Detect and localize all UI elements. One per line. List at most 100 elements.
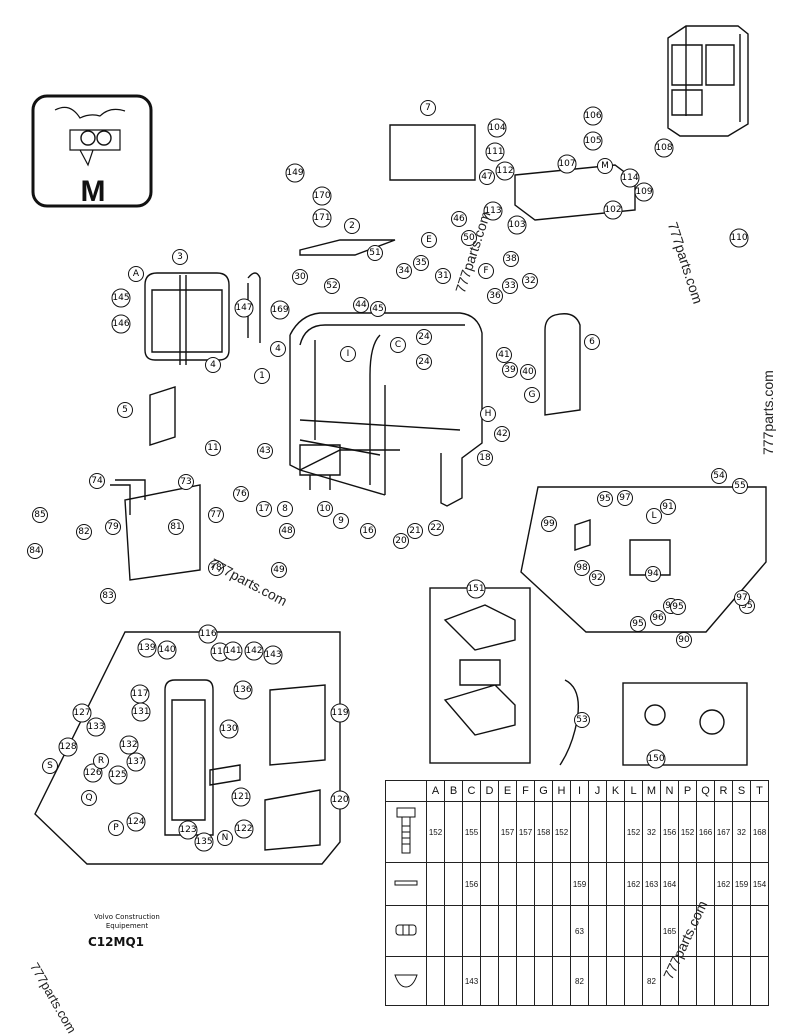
callout-142: 142 bbox=[244, 641, 264, 661]
nut-icon bbox=[385, 905, 427, 957]
rear-glass-6 bbox=[544, 313, 581, 416]
callout-171: 171 bbox=[312, 208, 332, 228]
table-cell: 164 bbox=[660, 862, 679, 906]
callout-label: 108 bbox=[655, 143, 672, 153]
cab-thumbnail bbox=[667, 25, 749, 137]
callout-label: 113 bbox=[484, 206, 501, 216]
fan-rotor-left bbox=[644, 704, 666, 726]
callout-141: 141 bbox=[223, 641, 243, 661]
cable-harness bbox=[559, 679, 579, 766]
callout-label: P bbox=[113, 823, 119, 833]
callout-label: 73 bbox=[180, 477, 191, 487]
callout-label: 17 bbox=[258, 504, 269, 514]
table-cell: 152 bbox=[678, 801, 697, 863]
callout-label: 95 bbox=[599, 494, 610, 504]
callout-label: 104 bbox=[488, 123, 505, 133]
callout-label: 49 bbox=[273, 565, 285, 575]
table-cell: 152 bbox=[624, 801, 643, 863]
callout-9: 9 bbox=[333, 513, 349, 529]
table-cell bbox=[642, 905, 661, 957]
callout-label: 10 bbox=[319, 504, 331, 514]
callout-label: S bbox=[47, 761, 53, 771]
table-cell bbox=[588, 956, 607, 1006]
callout-label: 147 bbox=[235, 303, 252, 313]
table-cell: 163 bbox=[642, 862, 661, 906]
callout-label: 36 bbox=[489, 291, 501, 301]
callout-112: 112 bbox=[495, 161, 515, 181]
table-cell bbox=[498, 862, 517, 906]
column-header-P: P bbox=[678, 780, 697, 802]
callout-121: 121 bbox=[231, 787, 251, 807]
table-cell bbox=[462, 905, 481, 957]
callout-label: 43 bbox=[259, 446, 270, 456]
table-cell bbox=[480, 905, 499, 957]
column-header-T: T bbox=[750, 780, 769, 802]
callout-label: 126 bbox=[84, 768, 101, 778]
callout-51: 51 bbox=[367, 245, 383, 261]
table-cell bbox=[714, 905, 733, 957]
column-header-I: I bbox=[570, 780, 589, 802]
box-151-parts bbox=[443, 604, 516, 736]
callout-24: 24 bbox=[416, 354, 432, 370]
callout-label: 42 bbox=[496, 429, 507, 439]
callout-94: 94 bbox=[645, 566, 661, 582]
callout-4: 4 bbox=[205, 357, 221, 373]
callout-139: 139 bbox=[137, 638, 157, 658]
table-cell bbox=[534, 905, 553, 957]
callout-104: 104 bbox=[487, 118, 507, 138]
callout-99: 99 bbox=[541, 516, 557, 532]
door-frame bbox=[144, 272, 230, 365]
callout-E: E bbox=[421, 232, 437, 248]
table-cell bbox=[606, 862, 625, 906]
callout-label: 24 bbox=[418, 357, 430, 367]
callout-label: 98 bbox=[576, 563, 588, 573]
parts-box-151 bbox=[429, 587, 531, 764]
callout-label: 123 bbox=[179, 825, 196, 835]
callout-S: S bbox=[42, 758, 58, 774]
callout-31: 31 bbox=[435, 268, 451, 284]
callout-label: 82 bbox=[78, 527, 89, 537]
callout-label: 45 bbox=[372, 304, 383, 314]
callout-label: 35 bbox=[415, 258, 426, 268]
callout-label: 5 bbox=[122, 405, 128, 415]
callout-21: 21 bbox=[407, 523, 423, 539]
callout-43: 43 bbox=[257, 443, 273, 459]
callout-55: 55 bbox=[732, 478, 748, 494]
callout-48: 48 bbox=[279, 523, 295, 539]
callout-33: 33 bbox=[502, 278, 518, 294]
callout-10: 10 bbox=[317, 501, 333, 517]
callout-label: M bbox=[601, 161, 609, 171]
callout-label: 112 bbox=[496, 166, 513, 176]
callout-132: 132 bbox=[119, 735, 139, 755]
callout-109: 109 bbox=[634, 182, 654, 202]
callout-label: 95 bbox=[741, 601, 752, 611]
table-cell bbox=[714, 956, 733, 1006]
callout-20: 20 bbox=[393, 533, 409, 549]
callout-106: 106 bbox=[583, 106, 603, 126]
table-cell bbox=[552, 905, 571, 957]
column-header-L: L bbox=[624, 780, 643, 802]
callout-76: 76 bbox=[233, 486, 249, 502]
callout-46: 46 bbox=[451, 211, 467, 227]
column-header-F: F bbox=[516, 780, 535, 802]
table-cell: 156 bbox=[462, 862, 481, 906]
callout-146: 146 bbox=[111, 314, 131, 334]
callout-44: 44 bbox=[353, 297, 369, 313]
callout-151: 151 bbox=[466, 579, 486, 599]
callout-label: 50 bbox=[463, 233, 475, 243]
table-cell bbox=[534, 862, 553, 906]
table-cell: 159 bbox=[732, 862, 751, 906]
callout-label: I bbox=[347, 349, 350, 359]
table-cell bbox=[498, 905, 517, 957]
callout-143: 143 bbox=[263, 645, 283, 665]
callout-133: 133 bbox=[86, 717, 106, 737]
callout-18: 18 bbox=[477, 450, 493, 466]
callout-M: M bbox=[597, 158, 613, 174]
callout-label: 40 bbox=[522, 367, 534, 377]
callout-label: 125 bbox=[109, 770, 126, 780]
callout-label: 95 bbox=[672, 602, 683, 612]
callout-105: 105 bbox=[583, 131, 603, 151]
callout-label: 77 bbox=[210, 510, 221, 520]
callout-label: 76 bbox=[235, 489, 247, 499]
callout-label: 91 bbox=[662, 502, 673, 512]
